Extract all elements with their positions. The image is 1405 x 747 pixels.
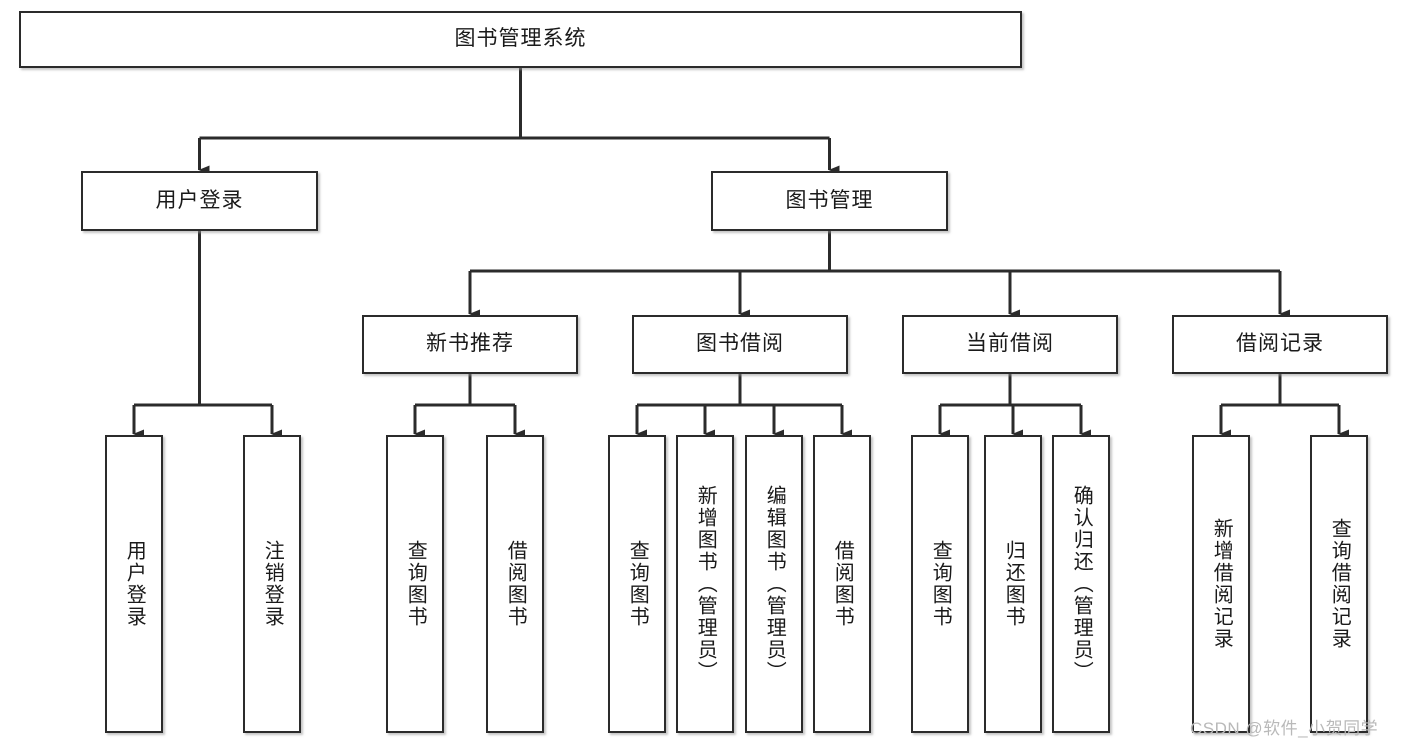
node-label: 新增借阅记录 xyxy=(1210,518,1233,650)
node-leaf-add-record[interactable]: 新增借阅记录 xyxy=(1192,435,1250,733)
node-leaf-borrow-book[interactable]: 借阅图书 xyxy=(813,435,871,733)
node-label: 查询图书 xyxy=(929,540,952,628)
node-label: 用户登录 xyxy=(123,540,146,628)
node-label: 用户登录 xyxy=(155,188,244,212)
node-borrow[interactable]: 图书借阅 xyxy=(632,315,848,374)
node-label: 注销登录 xyxy=(261,540,284,628)
node-label: 当前借阅 xyxy=(966,332,1054,356)
watermark-label: CSDN @软件_小贺同学 xyxy=(1190,719,1379,738)
node-login[interactable]: 用户登录 xyxy=(81,171,318,231)
node-bookmgmt[interactable]: 图书管理 xyxy=(711,171,948,231)
node-leaf-query-book-current[interactable]: 查询图书 xyxy=(911,435,969,733)
node-records[interactable]: 借阅记录 xyxy=(1172,315,1388,374)
node-label: 借阅记录 xyxy=(1236,332,1324,356)
node-label: 编辑图书（管理员） xyxy=(763,485,786,683)
node-newbook[interactable]: 新书推荐 xyxy=(362,315,578,374)
node-label: 借阅图书 xyxy=(831,540,854,628)
node-leaf-query-book-borrow[interactable]: 查询图书 xyxy=(608,435,666,733)
node-root[interactable]: 图书管理系统 xyxy=(19,11,1022,68)
node-leaf-add-book[interactable]: 新增图书（管理员） xyxy=(676,435,734,733)
node-leaf-return-book[interactable]: 归还图书 xyxy=(984,435,1042,733)
node-label: 新增图书（管理员） xyxy=(694,485,717,683)
node-leaf-user-logout[interactable]: 注销登录 xyxy=(243,435,301,733)
node-leaf-confirm-return[interactable]: 确认归还（管理员） xyxy=(1052,435,1110,733)
node-leaf-user-login[interactable]: 用户登录 xyxy=(105,435,163,733)
node-label: 图书管理系统 xyxy=(454,27,587,51)
node-label: 查询图书 xyxy=(404,540,427,628)
node-leaf-query-book-new[interactable]: 查询图书 xyxy=(386,435,444,733)
node-label: 确认归还（管理员） xyxy=(1070,485,1093,683)
node-current[interactable]: 当前借阅 xyxy=(902,315,1118,374)
node-leaf-edit-book[interactable]: 编辑图书（管理员） xyxy=(745,435,803,733)
node-label: 新书推荐 xyxy=(426,332,514,356)
node-label: 借阅图书 xyxy=(504,540,527,628)
node-label: 查询借阅记录 xyxy=(1328,518,1351,650)
node-leaf-query-record[interactable]: 查询借阅记录 xyxy=(1310,435,1368,733)
node-label: 查询图书 xyxy=(626,540,649,628)
node-label: 图书管理 xyxy=(785,188,874,212)
node-label: 图书借阅 xyxy=(696,332,784,356)
node-leaf-borrow-book-new[interactable]: 借阅图书 xyxy=(486,435,544,733)
node-label: 归还图书 xyxy=(1002,540,1025,628)
